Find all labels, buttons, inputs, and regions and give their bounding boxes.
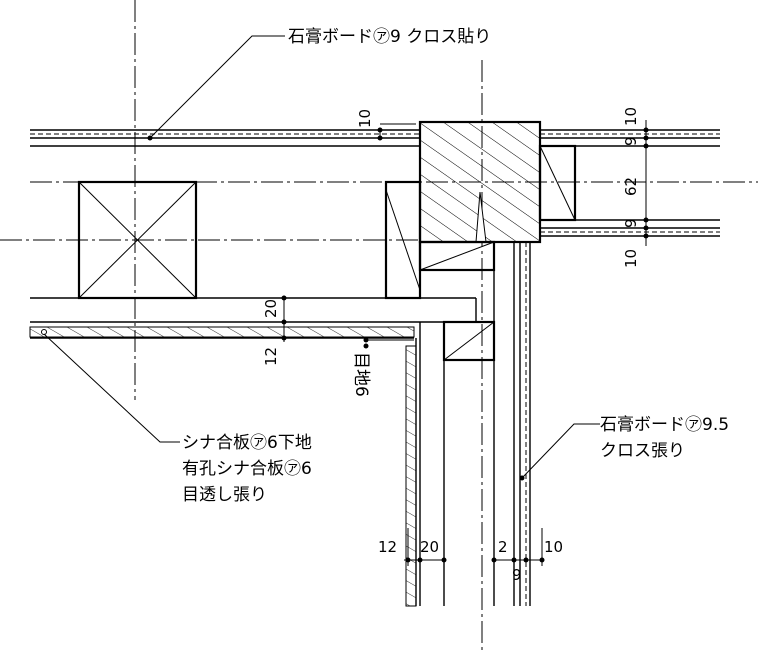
- joint-label: 目地6: [351, 352, 371, 397]
- ceiling-label-3: 目透し張り: [182, 485, 267, 505]
- dim-right-9-bottom: 9: [622, 218, 640, 228]
- dim-bottom-2: 2: [498, 538, 508, 556]
- beam: [30, 297, 477, 323]
- right-board-label-1: 石膏ボード㋐9.5: [600, 414, 729, 435]
- dim-bottom-10: 10: [544, 538, 563, 556]
- dims-left: [281, 295, 414, 349]
- dims-right: [636, 120, 656, 246]
- dims-bottom: [404, 528, 545, 566]
- ceiling-panel: [29, 326, 415, 339]
- top-board-label: 石膏ボード㋐9 クロス貼り: [288, 26, 491, 47]
- dim-bottom-20: 20: [420, 538, 439, 556]
- ceiling-label-2: 有孔シナ合板㋐6: [182, 459, 312, 479]
- dim-left-20: 20: [262, 299, 280, 318]
- leader-lines: [43, 35, 600, 481]
- right-board-label-2: クロス張り: [600, 441, 685, 461]
- dim-right-62: 62: [622, 177, 640, 196]
- dim-right-10-top: 10: [622, 107, 640, 126]
- dim-right-10-bottom: 10: [622, 249, 640, 268]
- dim-left-12: 12: [262, 347, 280, 366]
- dims-top-left: [377, 123, 416, 141]
- ceiling-label-1: シナ合板㋐6下地: [182, 433, 312, 453]
- dim-right-9-top: 9: [622, 136, 640, 146]
- dim-bottom-12: 12: [378, 538, 397, 556]
- dim-bottom-9: 9: [512, 566, 522, 584]
- dim-top-left-10: 10: [356, 109, 374, 128]
- main-column: [418, 120, 542, 244]
